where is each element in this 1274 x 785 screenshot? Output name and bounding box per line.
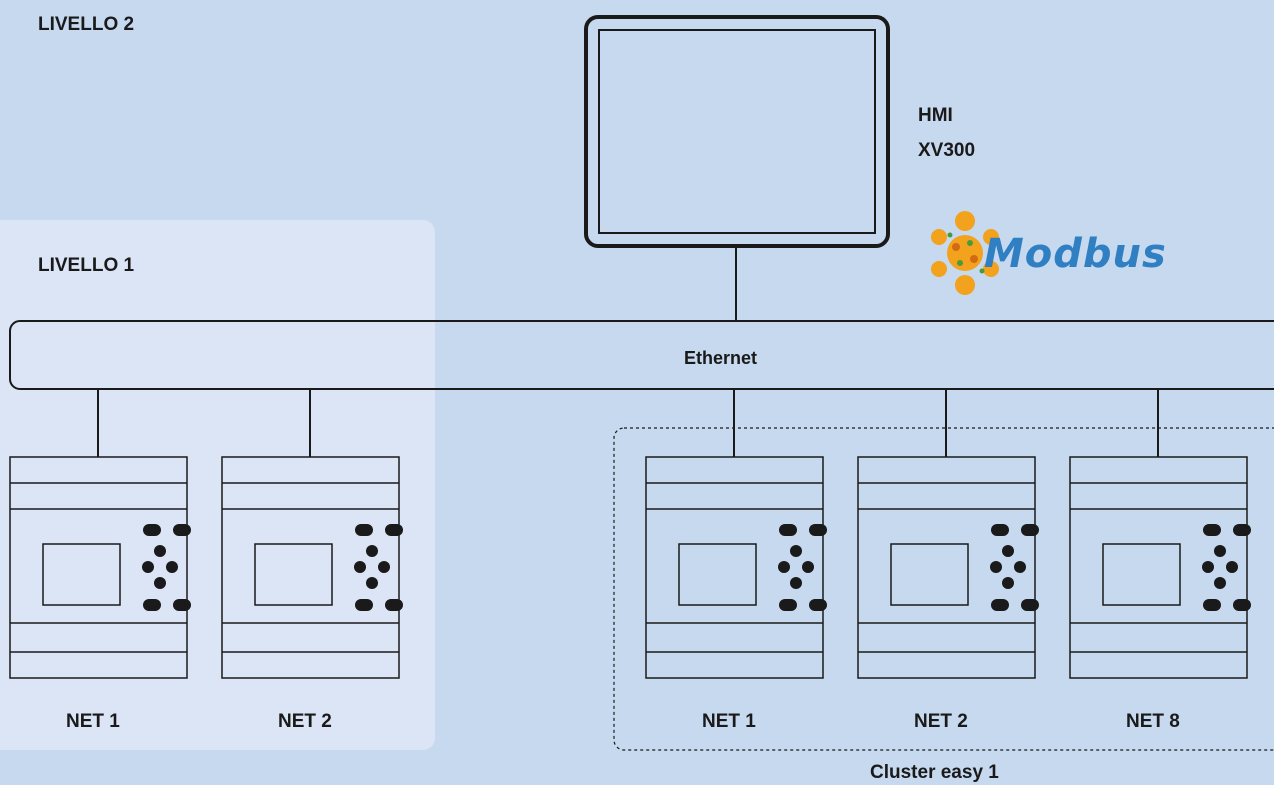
controller-display: [1102, 543, 1181, 606]
keypad-cursor-button: [366, 545, 378, 557]
modbus-logo-icon: [931, 211, 999, 295]
device-label-net1-level1: NET 1: [66, 711, 120, 732]
keypad-cursor-button: [1014, 561, 1026, 573]
keypad-icon: [990, 524, 1039, 611]
device-label-net1-cluster: NET 1: [702, 711, 756, 732]
keypad-button: [1203, 524, 1221, 536]
keypad-button: [991, 599, 1009, 611]
keypad-button: [143, 599, 161, 611]
keypad-button: [1233, 599, 1251, 611]
controller-body: [9, 456, 188, 679]
controller-display: [678, 543, 757, 606]
level2-label: LIVELLO 2: [38, 14, 135, 35]
controller-body: [221, 456, 400, 679]
controller-unit: [9, 389, 191, 679]
keypad-icon: [354, 524, 403, 611]
keypad-cursor-button: [778, 561, 790, 573]
keypad-button: [779, 599, 797, 611]
device-label-net2-cluster: NET 2: [914, 711, 968, 732]
keypad-icon: [142, 524, 191, 611]
keypad-icon: [778, 524, 827, 611]
keypad-button: [809, 599, 827, 611]
keypad-button: [809, 524, 827, 536]
keypad-cursor-button: [1214, 545, 1226, 557]
keypad-cursor-button: [366, 577, 378, 589]
controller-unit: [857, 389, 1039, 679]
keypad-cursor-button: [354, 561, 366, 573]
level1-panel: [0, 220, 435, 750]
hmi-xv300-device: [584, 15, 890, 248]
device-label-net2-level1: NET 2: [278, 711, 332, 732]
keypad-button: [1233, 524, 1251, 536]
keypad-button: [1203, 599, 1221, 611]
controller-unit: [1069, 389, 1251, 679]
controller-unit: [645, 389, 827, 679]
keypad-button: [779, 524, 797, 536]
keypad-cursor-button: [142, 561, 154, 573]
controller-body: [857, 456, 1036, 679]
hmi-label: HMI: [918, 105, 953, 126]
keypad-icon: [1202, 524, 1251, 611]
keypad-button: [1021, 599, 1039, 611]
ethernet-label: Ethernet: [684, 348, 758, 368]
controller-body: [1069, 456, 1248, 679]
keypad-button: [143, 524, 161, 536]
hmi-model-label: XV300: [918, 140, 976, 161]
controller-display: [254, 543, 333, 606]
keypad-button: [1021, 524, 1039, 536]
keypad-cursor-button: [1226, 561, 1238, 573]
keypad-button: [355, 599, 373, 611]
keypad-cursor-button: [166, 561, 178, 573]
keypad-button: [173, 524, 191, 536]
controller-body: [645, 456, 824, 679]
keypad-cursor-button: [990, 561, 1002, 573]
keypad-button: [385, 599, 403, 611]
device-label-net8-cluster: NET 8: [1126, 711, 1180, 732]
keypad-cursor-button: [802, 561, 814, 573]
keypad-cursor-button: [790, 577, 802, 589]
keypad-cursor-button: [1002, 545, 1014, 557]
keypad-cursor-button: [1214, 577, 1226, 589]
keypad-button: [385, 524, 403, 536]
keypad-button: [991, 524, 1009, 536]
keypad-cursor-button: [790, 545, 802, 557]
keypad-cursor-button: [1202, 561, 1214, 573]
controller-unit: [221, 389, 403, 679]
cluster-outline: [613, 427, 1274, 751]
modbus-logo-text: Modbus: [984, 231, 1167, 277]
keypad-cursor-button: [1002, 577, 1014, 589]
keypad-cursor-button: [378, 561, 390, 573]
keypad-button: [173, 599, 191, 611]
keypad-cursor-button: [154, 577, 166, 589]
cluster-label: Cluster easy 1: [870, 762, 999, 783]
controller-display: [42, 543, 121, 606]
level1-label: LIVELLO 1: [38, 255, 135, 276]
keypad-cursor-button: [154, 545, 166, 557]
controller-display: [890, 543, 969, 606]
keypad-button: [355, 524, 373, 536]
ethernet-bus: [9, 320, 1274, 390]
